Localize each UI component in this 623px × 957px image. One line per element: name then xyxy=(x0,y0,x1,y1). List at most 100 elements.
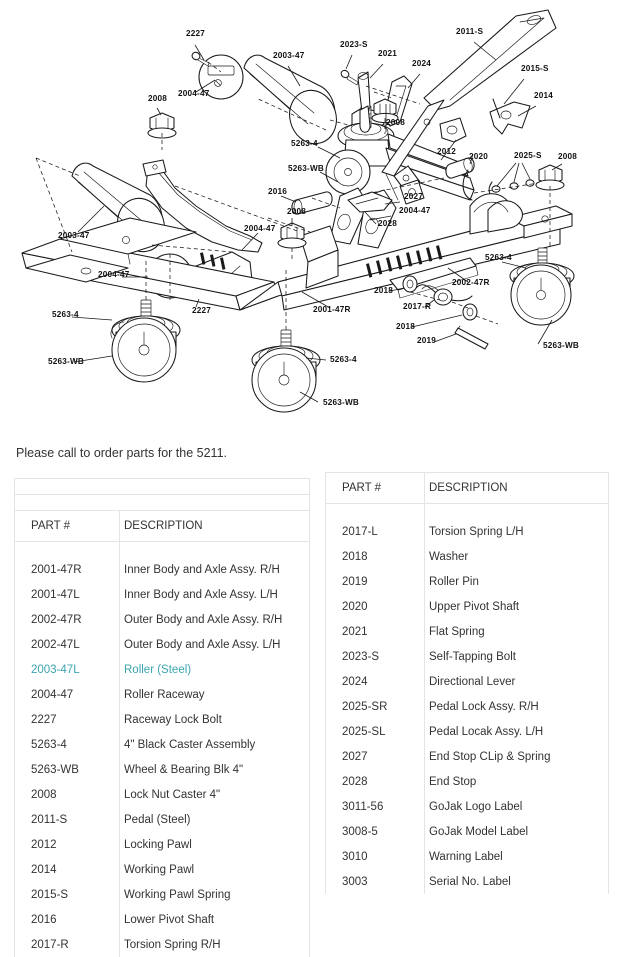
diagram-callout-label: 2017-R xyxy=(403,302,431,311)
part-description-cell: Self-Tapping Bolt xyxy=(424,644,609,669)
diagram-callout-label: 5263-4 xyxy=(52,310,79,319)
part-description-cell: Flat Spring xyxy=(424,619,609,644)
part-description-cell: Inner Body and Axle Assy. L/H xyxy=(119,582,310,607)
table-header-row: PART #DESCRIPTION xyxy=(325,472,609,504)
part-description-cell: Warning Label xyxy=(424,844,609,869)
diagram-callout-label: 2021 xyxy=(378,49,397,58)
diagram-callout-label: 2019 xyxy=(417,336,436,345)
part-number-cell: 2021 xyxy=(325,619,425,644)
part-description-cell: Lock Nut Caster 4" xyxy=(119,782,310,807)
column-header-description: DESCRIPTION xyxy=(119,510,310,542)
table-header-row: PART #DESCRIPTION xyxy=(14,510,310,542)
part-number-cell: 2015-S xyxy=(14,882,120,907)
diagram-callout-label: 2003-47 xyxy=(58,231,90,240)
part-description-cell: Working Pawl xyxy=(119,857,310,882)
part-number-cell: 2016 xyxy=(14,907,120,932)
part-number-cell: 2002-47R xyxy=(14,607,120,632)
washer-lower xyxy=(462,303,478,321)
flat-spring xyxy=(357,71,371,133)
roller-pin xyxy=(454,325,489,350)
lock-nut-right xyxy=(535,164,565,191)
diagram-callout-label: 2008 xyxy=(558,152,577,161)
roller-top-part xyxy=(243,54,337,145)
diagram-callout-label: 2024 xyxy=(412,59,431,68)
part-description-cell: GoJak Logo Label xyxy=(424,794,609,819)
part-number-cell: 2020 xyxy=(325,594,425,619)
diagram-callout-label: 2001-47R xyxy=(313,305,351,314)
part-number-cell: 2025-SL xyxy=(325,719,425,744)
part-number-cell: 2028 xyxy=(325,769,425,794)
part-description-cell: Pedal (Steel) xyxy=(119,807,310,832)
part-number-cell: 3008-5 xyxy=(325,819,425,844)
part-number-cell: 2004-47 xyxy=(14,682,120,707)
part-description-cell: End Stop xyxy=(424,769,609,794)
diagram-callout-label: 2002-47R xyxy=(452,278,490,287)
lower-pivot-shaft xyxy=(291,191,333,215)
lock-nut-top-left xyxy=(147,112,177,139)
table-pad-cell xyxy=(119,541,310,557)
part-number-cell: 3011-56 xyxy=(325,794,425,819)
part-description-cell: Pedal Lock Assy. R/H xyxy=(424,694,609,719)
part-description-cell: Raceway Lock Bolt xyxy=(119,707,310,732)
part-description-cell: Roller Raceway xyxy=(119,682,310,707)
part-description-cell: Pedal Locak Assy. L/H xyxy=(424,719,609,744)
diagram-callout-label: 5263-WB xyxy=(323,398,359,407)
diagram-callout-label: 2227 xyxy=(192,306,211,315)
part-number-cell: 2001-47L xyxy=(14,582,120,607)
part-description-cell: GoJak Model Label xyxy=(424,819,609,844)
diagram-callout-label: 2008 xyxy=(148,94,167,103)
part-number-cell: 2014 xyxy=(14,857,120,882)
part-description-cell[interactable]: Roller (Steel) xyxy=(119,657,310,682)
self-tapping-bolt xyxy=(340,69,359,86)
part-description-cell: Outer Body and Axle Assy. R/H xyxy=(119,607,310,632)
diagram-callout-label: 2023-S xyxy=(340,40,368,49)
part-number-cell: 2011-S xyxy=(14,807,120,832)
part-description-cell: Roller Pin xyxy=(424,569,609,594)
order-notice-text: Please call to order parts for the 5211. xyxy=(16,446,227,460)
diagram-callout-label: 2027 xyxy=(404,192,423,201)
diagram-callout-label: 2004-47 xyxy=(98,270,130,279)
part-number-cell[interactable]: 2003-47L xyxy=(14,657,120,682)
part-description-cell: Outer Body and Axle Assy. L/H xyxy=(119,632,310,657)
diagram-callout-label: 5263-WB xyxy=(48,357,84,366)
diagram-callout-label: 2015-S xyxy=(521,64,549,73)
diagram-callout-label: 5263-4 xyxy=(485,253,512,262)
column-header-description: DESCRIPTION xyxy=(424,472,609,504)
part-description-cell: 4" Black Caster Assembly xyxy=(119,732,310,757)
part-number-cell: 2227 xyxy=(14,707,120,732)
part-number-cell: 2017-R xyxy=(14,932,120,957)
part-description-cell: Torsion Spring R/H xyxy=(119,932,310,957)
part-number-cell: 3003 xyxy=(325,869,425,894)
diagram-callout-label: 5263-4 xyxy=(330,355,357,364)
table-spacer-cell xyxy=(14,494,310,511)
part-number-cell: 2012 xyxy=(14,832,120,857)
exploded-diagram-image: 22272003-472023-S202120242011-S2015-S201… xyxy=(21,9,579,413)
diagram-callout-label: 2025-S xyxy=(514,151,542,160)
diagram-callout-label: 2014 xyxy=(534,91,553,100)
table-pad-cell xyxy=(325,503,425,519)
part-description-cell: Locking Pawl xyxy=(119,832,310,857)
raceway-lock-bolt-top xyxy=(191,51,210,67)
lock-nut-mid xyxy=(277,222,307,249)
diagram-callout-label: 2227 xyxy=(186,29,205,38)
part-description-cell: Serial No. Label xyxy=(424,869,609,894)
part-number-cell: 2019 xyxy=(325,569,425,594)
part-number-cell: 3010 xyxy=(325,844,425,869)
